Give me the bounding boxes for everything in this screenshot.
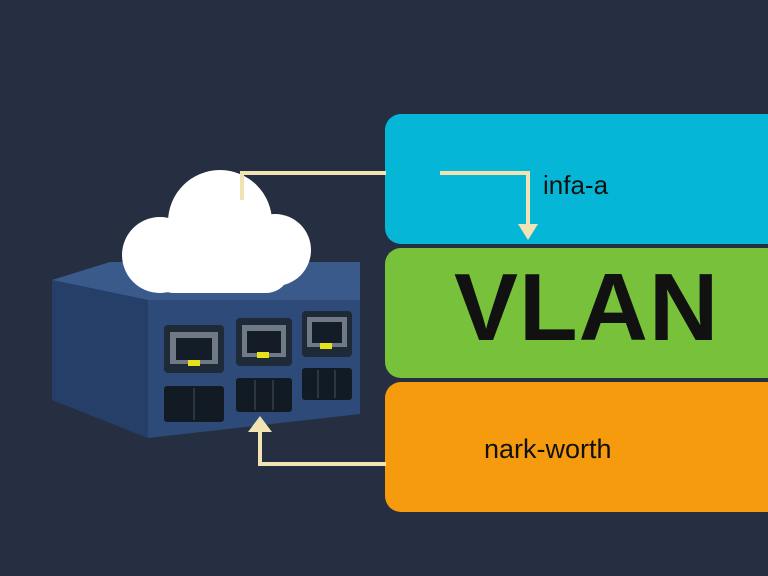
band-nark-worth (385, 382, 768, 512)
arrow-cloud-to-top-band (240, 171, 386, 200)
switch-port-row-lower (164, 368, 352, 422)
band-label-nark-worth: nark-worth (484, 434, 612, 464)
arrowhead-up (248, 416, 272, 432)
arrow-bottom-band-to-switch (258, 428, 386, 466)
connector-arrows (240, 171, 530, 466)
band-label-infa-a: infa-a (543, 170, 609, 200)
band-label-vlan: VLAN (454, 254, 720, 361)
band-vlan (385, 248, 768, 378)
arrow-into-vlan (440, 171, 530, 228)
cloud-icon (122, 170, 311, 293)
band-infa-a (385, 114, 768, 244)
switch-port-row-upper (164, 311, 352, 373)
network-switch-icon (52, 262, 360, 438)
arrowhead-down (518, 224, 538, 240)
